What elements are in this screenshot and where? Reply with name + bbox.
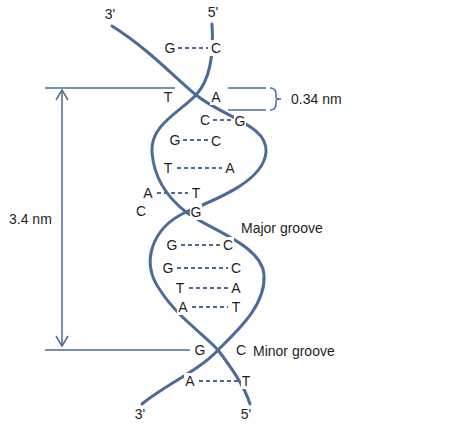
base-letter: C <box>210 40 222 56</box>
base-letter: G <box>234 113 247 129</box>
base-letter: T <box>163 89 174 105</box>
dimension-lines <box>45 88 281 350</box>
base-letter: G <box>190 204 203 220</box>
base-letter: A <box>177 299 188 315</box>
base-letter: C <box>135 203 147 219</box>
base-letter: G <box>169 132 182 148</box>
base-letter: C <box>222 237 234 253</box>
base-letter: A <box>142 185 153 201</box>
groove-label: Major groove <box>240 220 324 236</box>
backbone-strand <box>142 24 264 404</box>
base-letter: G <box>166 237 179 253</box>
base-letter: T <box>191 185 202 201</box>
base-letter: T <box>163 160 174 176</box>
base-letter: C <box>210 133 222 149</box>
base-letter: T <box>241 373 252 389</box>
base-letter: A <box>210 89 221 105</box>
strand-end: 3' <box>104 6 116 22</box>
strand-end: 5' <box>240 406 252 422</box>
base-letter: G <box>164 40 177 56</box>
base-letter: G <box>194 342 207 358</box>
dimension-label: 3.4 nm <box>8 211 53 227</box>
dimension-label: 0.34 nm <box>290 91 343 107</box>
base-letter: C <box>230 260 242 276</box>
backbone-strand <box>112 26 266 404</box>
groove-label: Minor groove <box>252 343 336 359</box>
strand-end: 3' <box>134 406 146 422</box>
base-letter: A <box>224 160 235 176</box>
base-letter: T <box>175 280 186 296</box>
base-letter: C <box>235 342 247 358</box>
hydrogen-bonds <box>157 48 238 381</box>
strand-end: 5' <box>207 4 219 20</box>
base-letter: C <box>199 112 211 128</box>
base-letter: A <box>184 373 195 389</box>
base-letter: A <box>230 280 241 296</box>
base-letter: T <box>231 299 242 315</box>
base-letter: G <box>162 260 175 276</box>
